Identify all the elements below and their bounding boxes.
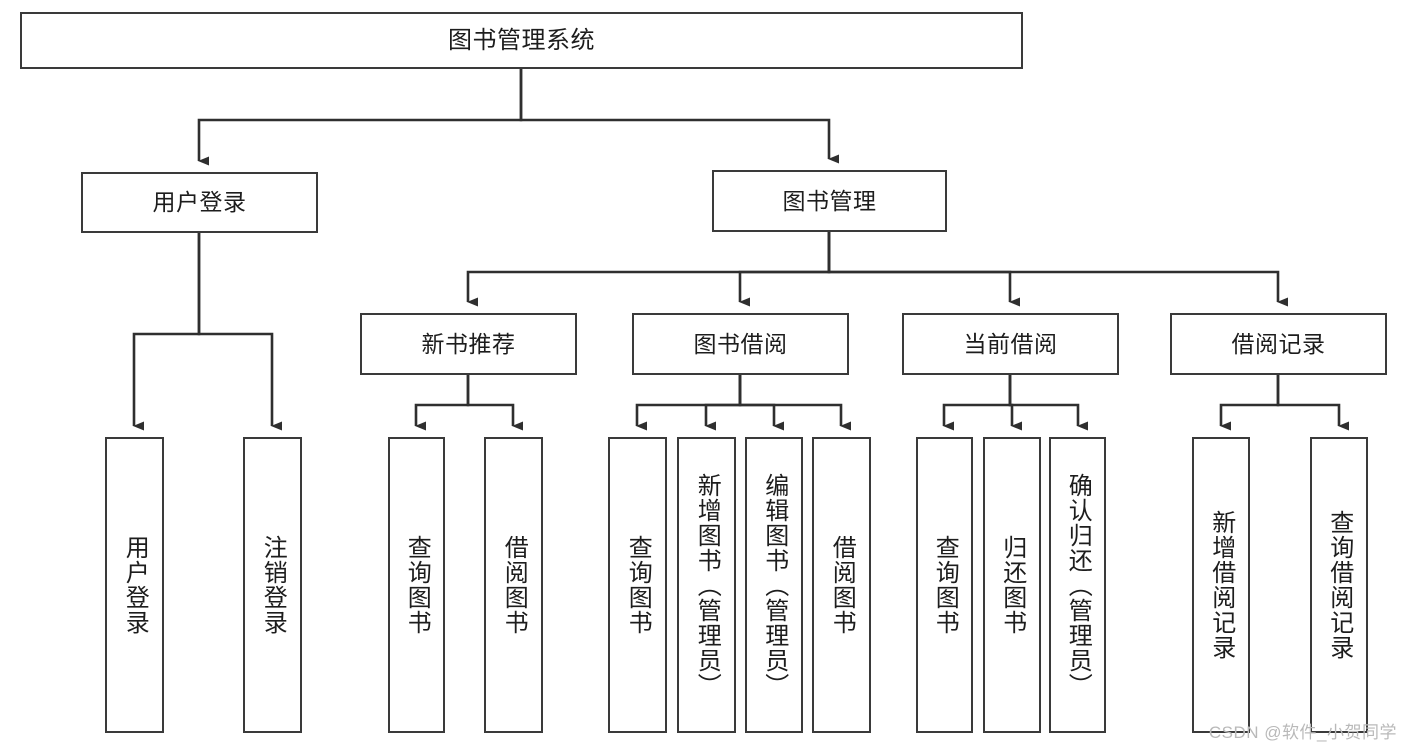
edge-l2-1-to-leaf-6 bbox=[738, 375, 784, 431]
edges-group bbox=[132, 69, 1349, 431]
edge-l2-0-to-leaf-2 bbox=[414, 375, 470, 431]
edge-l2-1-to-leaf-5 bbox=[704, 375, 742, 431]
node-l1-1[interactable]: 图书管理 bbox=[712, 170, 947, 232]
watermark: CSDN @软件_小贺同学 bbox=[1208, 723, 1397, 742]
node-leaf-2[interactable]: 查询图书 bbox=[388, 437, 445, 733]
node-leaf-11[interactable]: 新增借阅记录 bbox=[1192, 437, 1250, 733]
node-label: 确认归还（管理员） bbox=[1064, 472, 1092, 698]
node-label: 借阅图书 bbox=[500, 535, 528, 635]
node-leaf-0[interactable]: 用户登录 bbox=[105, 437, 164, 733]
node-label: 用户登录 bbox=[121, 535, 149, 635]
node-label: 借阅记录 bbox=[1231, 330, 1326, 357]
node-label: 查询图书 bbox=[931, 535, 959, 635]
node-label: 用户登录 bbox=[152, 189, 247, 216]
node-root[interactable]: 图书管理系统 bbox=[20, 12, 1023, 69]
node-label: 图书管理系统 bbox=[448, 26, 595, 54]
node-leaf-7[interactable]: 借阅图书 bbox=[812, 437, 871, 733]
edge-l1-0-to-leaf-0 bbox=[132, 233, 201, 431]
node-l2-2[interactable]: 当前借阅 bbox=[902, 313, 1119, 375]
edge-l1-1-to-l2-1 bbox=[738, 232, 831, 307]
node-label: 新增图书（管理员） bbox=[693, 472, 721, 698]
node-label: 查询图书 bbox=[403, 535, 431, 635]
node-label: 图书借阅 bbox=[693, 330, 788, 357]
node-leaf-6[interactable]: 编辑图书（管理员） bbox=[745, 437, 803, 733]
edge-l2-3-to-leaf-11 bbox=[1219, 375, 1280, 431]
node-label: 新书推荐 bbox=[421, 330, 516, 357]
node-leaf-9[interactable]: 归还图书 bbox=[983, 437, 1041, 733]
node-leaf-4[interactable]: 查询图书 bbox=[608, 437, 667, 733]
edge-l1-0-to-leaf-1 bbox=[197, 233, 282, 431]
node-label: 注销登录 bbox=[259, 535, 287, 635]
node-l1-0[interactable]: 用户登录 bbox=[81, 172, 318, 233]
node-label: 借阅图书 bbox=[828, 535, 856, 635]
edge-l1-1-to-l2-3 bbox=[827, 232, 1288, 307]
node-label: 当前借阅 bbox=[963, 330, 1058, 357]
node-leaf-10[interactable]: 确认归还（管理员） bbox=[1049, 437, 1106, 733]
edge-l1-1-to-l2-0 bbox=[466, 232, 831, 307]
edge-root-to-l1-1 bbox=[519, 69, 839, 164]
edge-l1-1-to-l2-2 bbox=[827, 232, 1020, 307]
node-label: 图书管理 bbox=[782, 187, 877, 214]
edge-l2-1-to-leaf-7 bbox=[738, 375, 851, 431]
edge-l2-2-to-leaf-10 bbox=[1008, 375, 1088, 431]
node-leaf-12[interactable]: 查询借阅记录 bbox=[1310, 437, 1368, 733]
node-l2-1[interactable]: 图书借阅 bbox=[632, 313, 849, 375]
node-leaf-5[interactable]: 新增图书（管理员） bbox=[677, 437, 736, 733]
node-label: 查询借阅记录 bbox=[1325, 510, 1353, 660]
node-leaf-8[interactable]: 查询图书 bbox=[916, 437, 973, 733]
node-label: 归还图书 bbox=[998, 535, 1026, 635]
edge-root-to-l1-0 bbox=[197, 69, 523, 166]
edge-l2-3-to-leaf-12 bbox=[1276, 375, 1349, 431]
edge-l2-0-to-leaf-3 bbox=[466, 375, 523, 431]
node-label: 编辑图书（管理员） bbox=[760, 472, 788, 698]
edge-l2-2-to-leaf-8 bbox=[942, 375, 1012, 431]
node-leaf-3[interactable]: 借阅图书 bbox=[484, 437, 543, 733]
node-label: 查询图书 bbox=[624, 535, 652, 635]
node-label: 新增借阅记录 bbox=[1207, 510, 1235, 660]
node-l2-3[interactable]: 借阅记录 bbox=[1170, 313, 1387, 375]
node-l2-0[interactable]: 新书推荐 bbox=[360, 313, 577, 375]
node-leaf-1[interactable]: 注销登录 bbox=[243, 437, 302, 733]
edge-l2-1-to-leaf-4 bbox=[635, 375, 742, 431]
